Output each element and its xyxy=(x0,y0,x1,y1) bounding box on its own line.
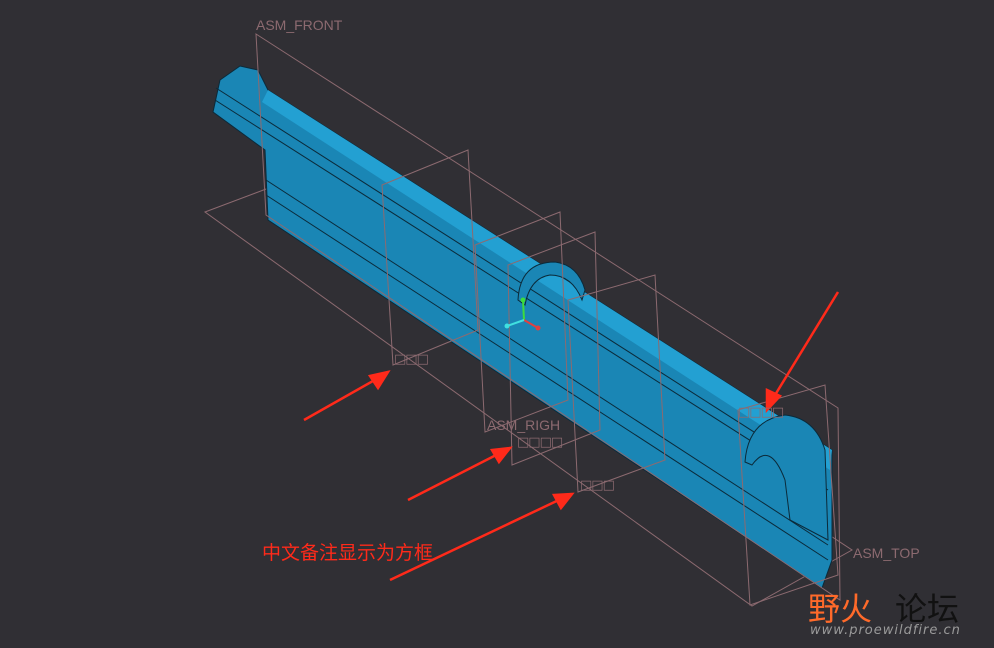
datum-label-top: ASM_TOP xyxy=(853,545,920,561)
datum-label-right: ASM_RIGH xyxy=(487,417,561,433)
datum-label-front: ASM_FRONT xyxy=(256,17,343,33)
watermark-logo: 野火 xyxy=(808,590,873,628)
watermark-logo-text: 论坛 xyxy=(895,590,960,628)
annotation-boxes: □□□□ xyxy=(517,435,563,450)
annotation-boxes: □□□□ xyxy=(738,405,784,420)
datum-plane-top[interactable] xyxy=(203,179,853,607)
note-text: 中文备注显示为方框 xyxy=(262,542,434,564)
rail-part[interactable] xyxy=(212,65,833,589)
annotation-boxes: □□□ xyxy=(580,478,615,493)
datum-plane-front[interactable] xyxy=(255,33,841,601)
coordinate-system-icon xyxy=(504,297,541,331)
datum-planes-right[interactable] xyxy=(381,149,839,606)
annotation-arrows xyxy=(303,291,840,582)
annotation-boxes: □□□ xyxy=(394,352,429,367)
watermark-url: www.proewildfire.cn xyxy=(810,623,961,638)
